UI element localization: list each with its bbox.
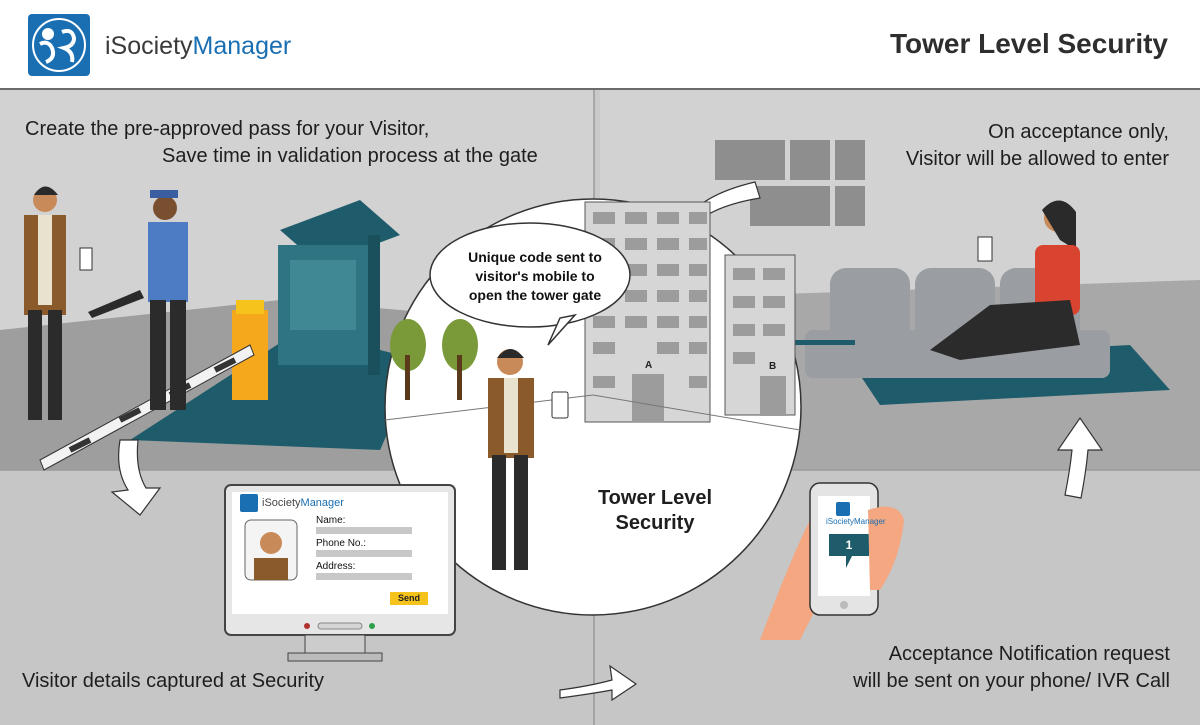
visitor-figure <box>24 186 93 420</box>
trees <box>390 319 478 400</box>
send-button[interactable]: Send <box>390 592 428 605</box>
tower-buildings <box>584 201 796 423</box>
building-label-a: A <box>645 360 653 371</box>
living-room <box>715 140 1170 405</box>
phone-brand: iSocietyManager <box>826 517 886 526</box>
security-booth <box>39 200 420 471</box>
phone-label: Phone No.: <box>316 538 367 549</box>
bottom-left-caption: Visitor details captured at Security <box>22 668 442 695</box>
name-label: Name: <box>316 515 346 526</box>
top-right-caption: On acceptance only, Visitor will be allo… <box>769 119 1169 173</box>
center-visitor <box>488 349 569 570</box>
caption-line: Save time in validation process at the g… <box>162 145 538 167</box>
bubble-line: open the tower gate <box>468 287 602 303</box>
center-title: Tower Level Security <box>555 486 755 536</box>
bubble-line: Unique code sent to <box>468 249 602 265</box>
phone-in-hand <box>760 482 904 640</box>
monitor <box>224 484 456 662</box>
guard-figure <box>88 190 188 410</box>
scene-illustration <box>0 90 1200 725</box>
caption-line: will be sent on your phone/ IVR Call <box>853 670 1170 692</box>
speech-bubble-text: Unique code sent to visitor's mobile to … <box>440 248 630 305</box>
center-title-line: Security <box>615 512 695 534</box>
bubble-line: visitor's mobile to <box>475 268 595 284</box>
top-left-caption: Create the pre-approved pass for your Vi… <box>25 116 565 170</box>
caption-line: On acceptance only, <box>988 121 1169 143</box>
address-label: Address: <box>316 561 356 572</box>
caption-line: Create the pre-approved pass for your Vi… <box>25 118 430 140</box>
header-bar: iSocietyManager Tower Level Security <box>0 0 1200 90</box>
brand-logo <box>28 14 90 76</box>
form-brand: iSocietyManager <box>262 497 344 509</box>
building-label-b: B <box>769 361 777 372</box>
notification-badge: 1 <box>845 538 853 552</box>
caption-line: Acceptance Notification request <box>888 643 1170 665</box>
caption-line: Visitor details captured at Security <box>22 670 325 692</box>
page-title: Tower Level Security <box>889 28 1168 59</box>
center-title-line: Tower Level <box>597 487 713 509</box>
caption-line: Visitor will be allowed to enter <box>905 148 1169 170</box>
bottom-right-caption: Acceptance Notification request will be … <box>750 641 1170 695</box>
brand-name: iSocietyManager <box>105 32 292 60</box>
